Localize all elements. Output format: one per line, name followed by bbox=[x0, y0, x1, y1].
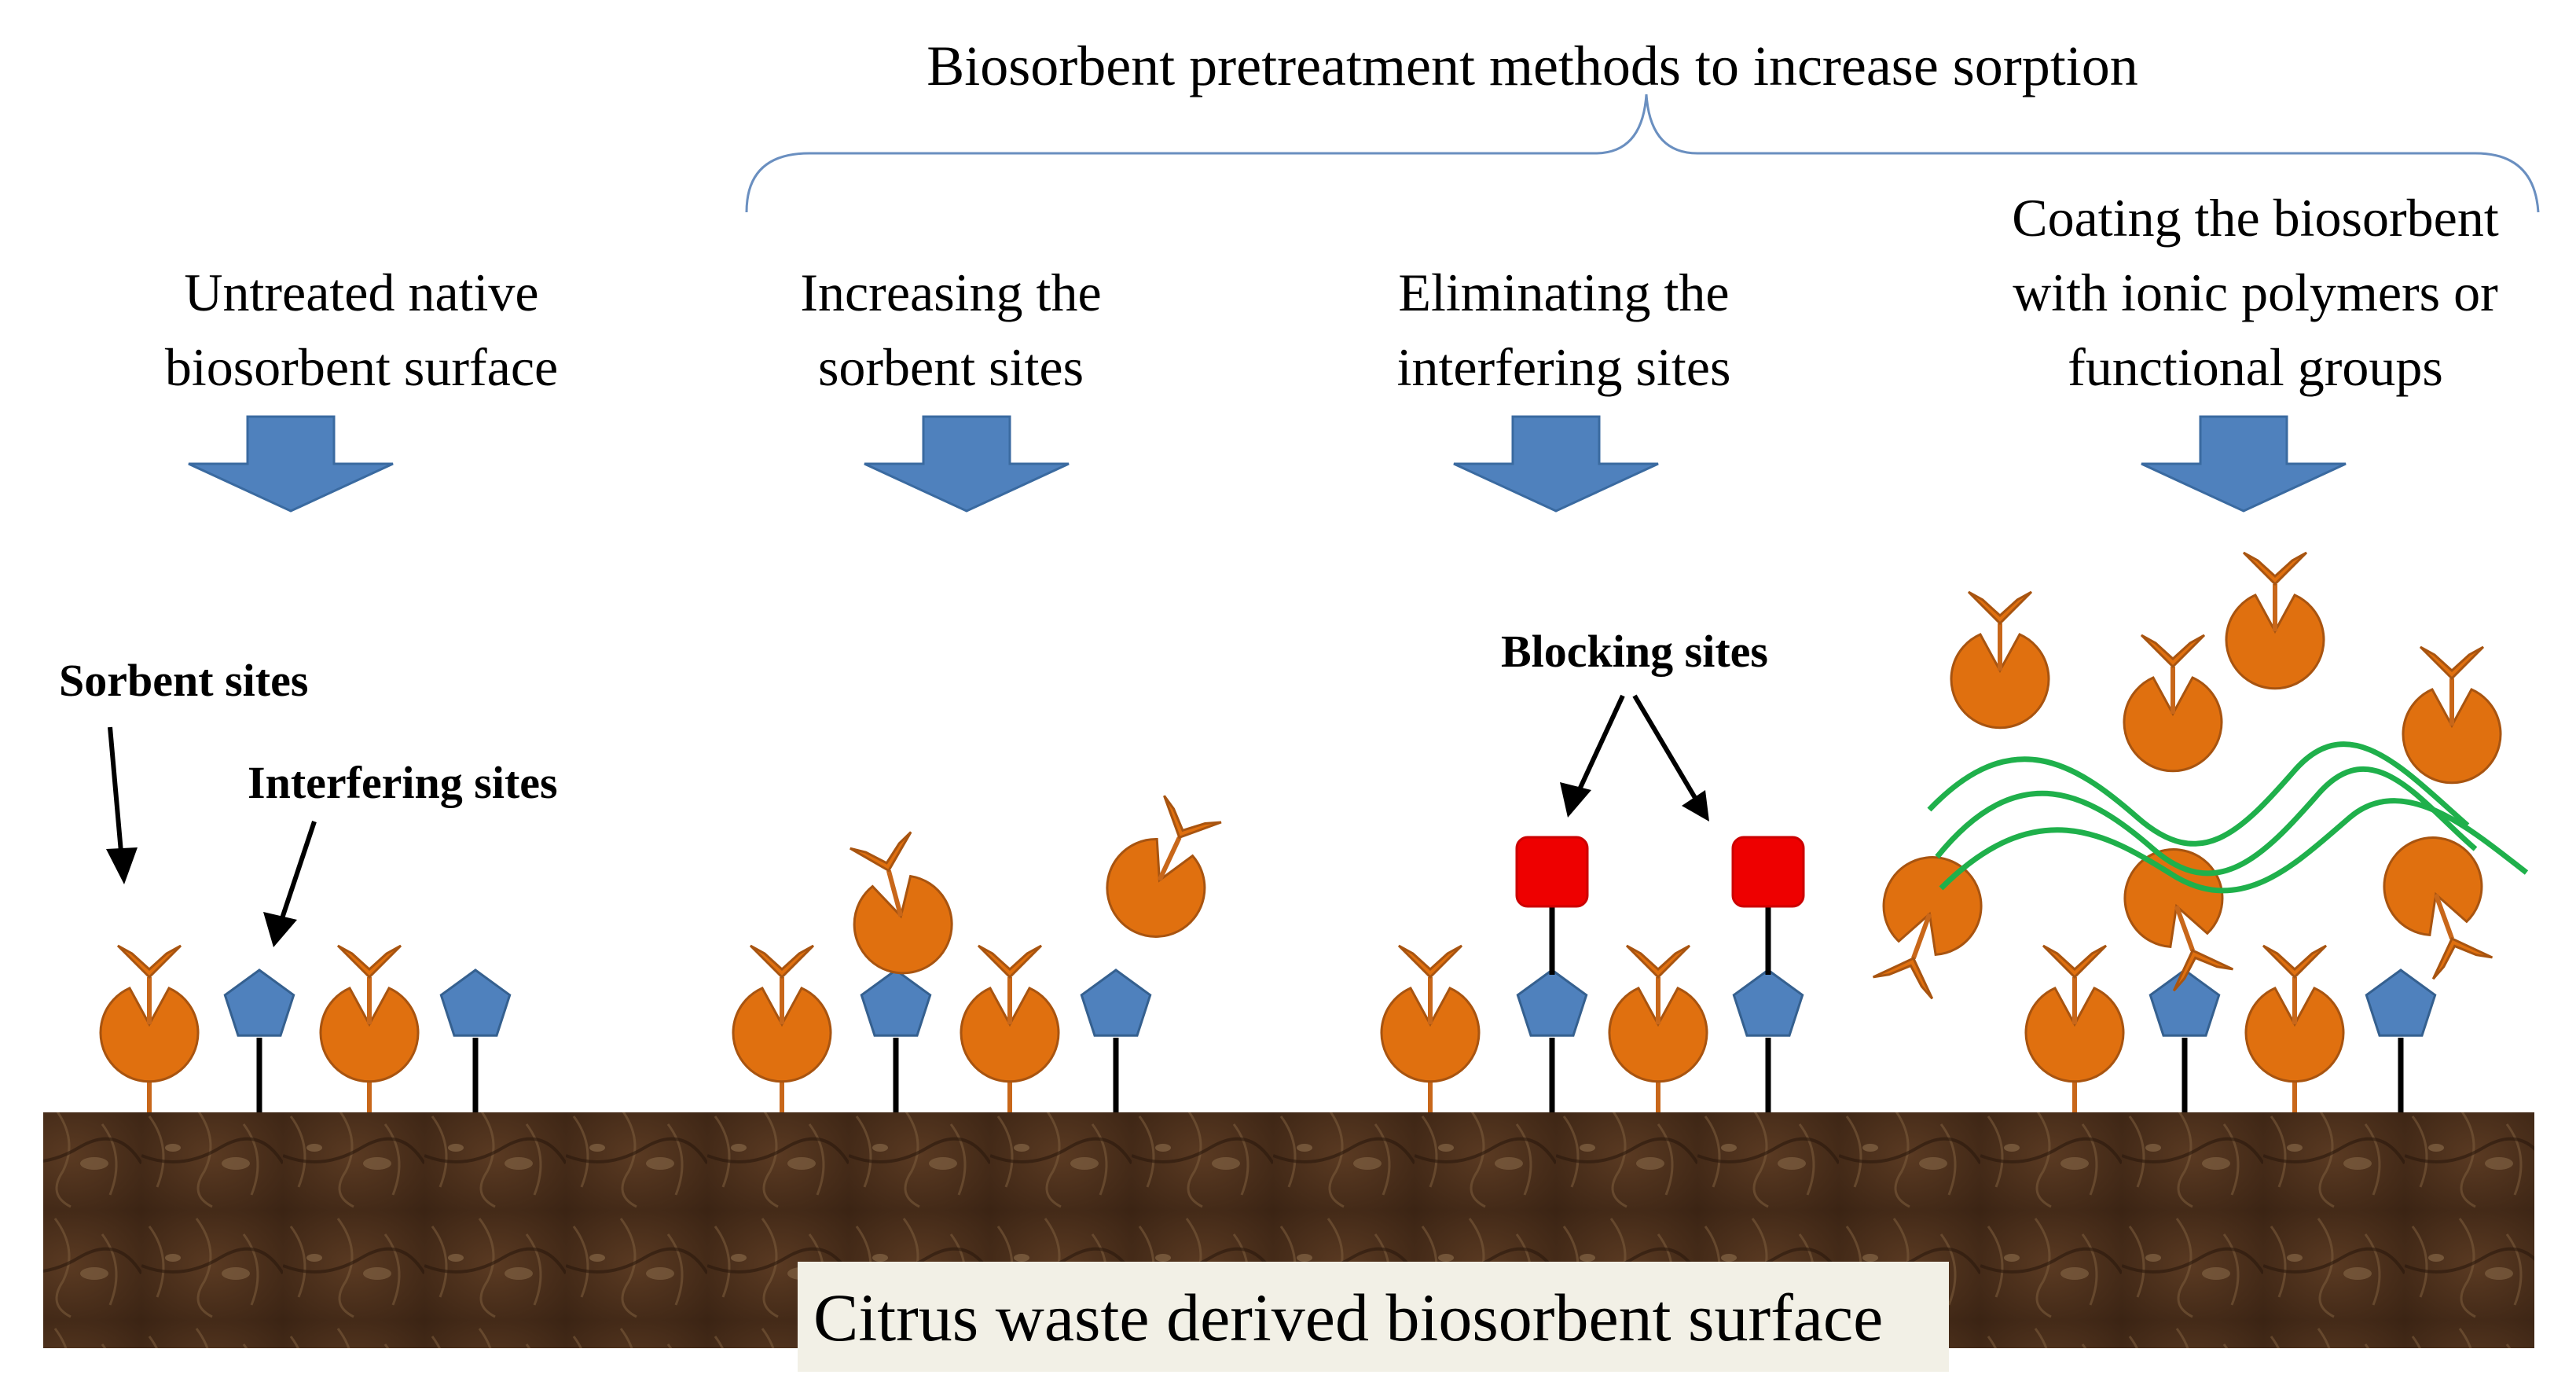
sorbent-site bbox=[732, 944, 832, 1112]
down-arrow-2 bbox=[864, 415, 1070, 513]
sorbent-site bbox=[1380, 944, 1481, 1112]
functional-group-site bbox=[2225, 551, 2325, 690]
svg-text:biosorbent surface: biosorbent surface bbox=[165, 337, 558, 397]
svg-text:functional groups: functional groups bbox=[2068, 337, 2443, 397]
sorbent-site bbox=[960, 944, 1060, 1112]
surface-label: Citrus waste derived biosorbent surface bbox=[813, 1280, 1883, 1355]
interfering-site bbox=[439, 968, 512, 1112]
down-arrow-4 bbox=[2141, 415, 2347, 513]
interfering-site bbox=[1732, 968, 1804, 1112]
functional-group-site bbox=[2383, 836, 2493, 980]
sorbent-site bbox=[1608, 944, 1708, 1112]
column-eliminating-heading: Eliminating the interfering sites bbox=[1397, 263, 1731, 397]
column-increasing-heading: Increasing the sorbent sites bbox=[800, 263, 1101, 397]
column-coating-heading: Coating the biosorbent with ionic polyme… bbox=[2012, 188, 2499, 397]
blocking-site bbox=[1515, 836, 1589, 975]
diagram-title: Biosorbent pretreatment methods to incre… bbox=[927, 35, 2138, 97]
interfering-site bbox=[2365, 968, 2437, 1112]
svg-text:Increasing the: Increasing the bbox=[800, 263, 1101, 322]
interfering-site bbox=[2149, 968, 2221, 1112]
interfering-site bbox=[223, 968, 295, 1112]
sorbent-site bbox=[2024, 944, 2125, 1112]
site-markers bbox=[99, 551, 2502, 1112]
functional-group-site bbox=[2402, 645, 2502, 785]
svg-text:with ionic polymers or: with ionic polymers or bbox=[2013, 263, 2498, 322]
blocking-sites-label: Blocking sites bbox=[1501, 626, 1768, 677]
interfering-site bbox=[1080, 968, 1152, 1112]
functional-group-site bbox=[2123, 634, 2223, 773]
svg-text:Untreated native: Untreated native bbox=[184, 263, 538, 322]
surface-label-box bbox=[798, 1262, 1949, 1372]
functional-group-site bbox=[1950, 590, 2050, 730]
sorbent-sites-label: Sorbent sites bbox=[59, 655, 308, 706]
down-arrow-3 bbox=[1453, 415, 1659, 513]
interfering-sites-label: Interfering sites bbox=[248, 757, 558, 808]
annotation-arrows bbox=[106, 694, 1709, 947]
interfering-site bbox=[860, 968, 932, 1112]
sorbent-site bbox=[99, 944, 200, 1112]
svg-text:interfering sites: interfering sites bbox=[1397, 337, 1731, 397]
column-untreated-heading: Untreated native biosorbent surface bbox=[165, 263, 558, 397]
sorbent-site bbox=[2244, 944, 2345, 1112]
svg-text:Coating the biosorbent: Coating the biosorbent bbox=[2012, 188, 2499, 248]
blocking-site bbox=[1731, 836, 1805, 975]
svg-text:Eliminating the: Eliminating the bbox=[1398, 263, 1729, 322]
added-sorbent-site bbox=[849, 831, 953, 975]
functional-group-site bbox=[1872, 856, 1983, 1000]
added-sorbent-site bbox=[1106, 795, 1222, 938]
down-arrow-1 bbox=[188, 415, 394, 513]
interfering-site bbox=[1516, 968, 1588, 1112]
polymer-coating bbox=[1927, 741, 2529, 894]
pretreatment-bracket bbox=[745, 94, 2540, 213]
svg-text:sorbent sites: sorbent sites bbox=[818, 337, 1084, 397]
sorbent-site bbox=[319, 944, 420, 1112]
